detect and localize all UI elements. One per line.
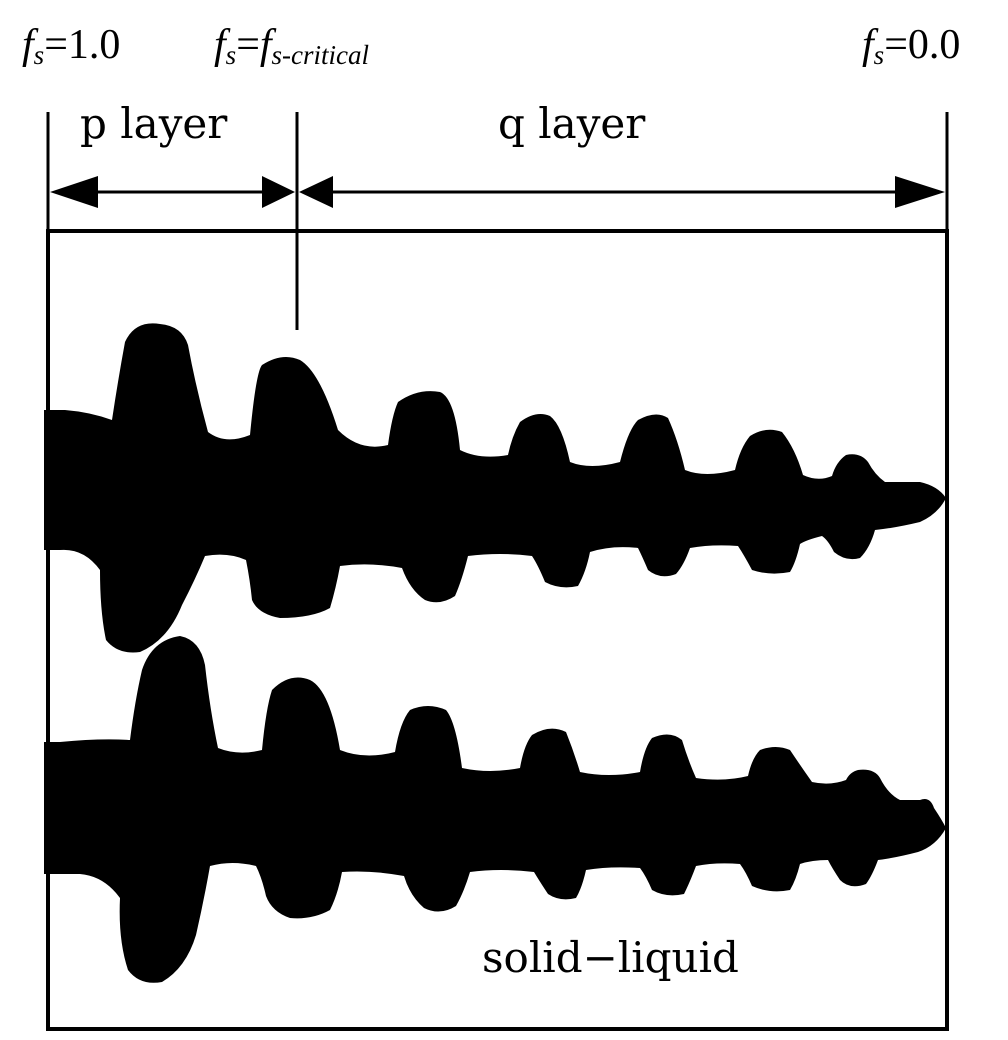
q-layer-arrow [299,176,945,208]
solid-liquid-label: solid−liquid [482,933,739,982]
p-layer-label: p layer [80,99,228,148]
upper-dendrite [44,323,946,653]
domain-frame [46,229,949,1031]
fs-critical-label: fs=fs-critical [214,22,369,70]
q-layer-label: q layer [498,99,646,148]
fs-right-label: fs=0.0 [862,22,960,70]
lower-dendrite [44,636,946,983]
fs-left-label: fs=1.0 [22,22,120,70]
p-layer-arrow [50,176,295,208]
